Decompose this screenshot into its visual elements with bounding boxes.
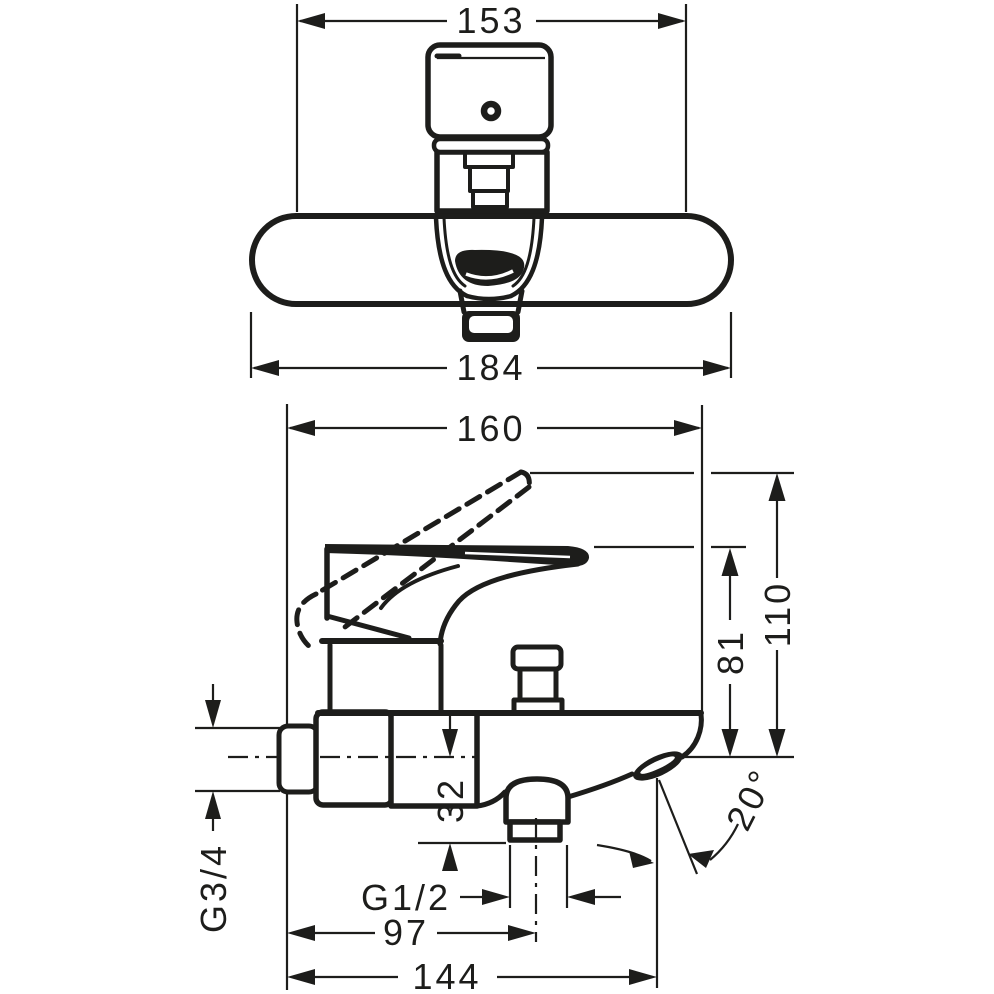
diverter-knob	[510, 644, 565, 716]
base-step-3	[471, 189, 509, 209]
dim-160-label: 160	[456, 408, 525, 449]
handle-neck	[431, 136, 551, 155]
front-view: 153	[249, 0, 734, 388]
base-step-2	[468, 165, 510, 193]
dim-g34-label: G3/4	[193, 843, 234, 933]
bottom-outlet	[474, 771, 635, 843]
dim-97-label: 97	[383, 912, 429, 953]
dim-plate-width: 153	[295, 0, 688, 212]
dim-outlet-thread: G1/2	[361, 818, 621, 942]
handle-dot-icon	[480, 100, 502, 122]
spout-end	[633, 711, 704, 781]
dim-153-label: 153	[456, 0, 525, 41]
dim-spout-center: 97	[287, 912, 536, 953]
dim-inlet-thread: G3/4	[193, 684, 280, 933]
dim-20deg-label: 20°	[718, 762, 783, 837]
spout-front	[433, 215, 545, 342]
lever-blade	[325, 544, 590, 567]
dim-height-closed: 81	[710, 548, 751, 757]
wall-union	[228, 709, 480, 809]
dim-81-label: 81	[710, 629, 751, 675]
dim-height-open: 110	[757, 473, 798, 757]
dim-144-label: 144	[412, 956, 481, 994]
handle-side	[319, 544, 590, 713]
dim-spout-angle: 20°	[596, 762, 783, 988]
side-view: 160 110 81	[193, 404, 798, 994]
base-step-1	[463, 151, 515, 169]
dim-depth: 160	[285, 404, 704, 990]
union-flange	[276, 723, 321, 795]
handle-front	[425, 42, 554, 140]
handle-open-dashed	[294, 469, 532, 654]
dim-bottom-depth: 144	[287, 956, 657, 994]
spout-angle-line	[657, 779, 699, 875]
dim-184-label: 184	[456, 347, 525, 388]
dim-32-label: 32	[430, 777, 471, 823]
mixer-body-block	[388, 710, 480, 809]
handle-base-block	[434, 149, 550, 214]
dim-body-width: 184	[249, 312, 733, 388]
dim-g12-label: G1/2	[361, 877, 451, 918]
dim-outlet-offset: 32	[418, 716, 506, 871]
dim-110-label: 110	[757, 581, 798, 647]
union-nut	[313, 709, 395, 808]
